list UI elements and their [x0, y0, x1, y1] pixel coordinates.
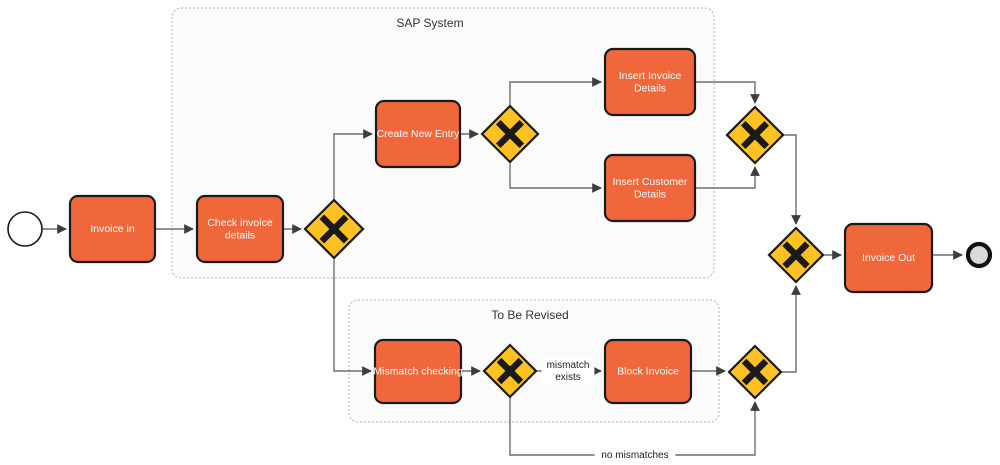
task-label-line: Invoice Out: [862, 252, 915, 264]
task-label-line: Invoice in: [90, 223, 135, 235]
flow-label-line: exists: [555, 372, 581, 383]
gateway-gw-merge-revised[interactable]: [727, 344, 783, 400]
task-label-line: Block Invoice: [617, 365, 679, 377]
pool-label: To Be Revised: [491, 308, 568, 322]
exclusive-x-icon: [496, 357, 524, 385]
task-box[interactable]: [603, 153, 697, 223]
end-event-end: [965, 241, 993, 269]
flow-label-f-nomismatches: no mismatches: [594, 448, 676, 462]
task-box[interactable]: [843, 222, 934, 294]
gateway-gw-split-main[interactable]: [303, 198, 365, 260]
sequence-flow-f-gwsap-insertcustomer: [509, 162, 602, 193]
sequence-flow-f-mergerevised-final: [781, 285, 801, 373]
gateway-gw-split-sap[interactable]: [480, 104, 540, 164]
task-label-line: details: [225, 229, 255, 241]
start-event-circle: [7, 211, 43, 247]
task-label-line: Mismatch checking: [373, 365, 462, 377]
flow-label-backing: [594, 448, 676, 462]
task-label-line: Check invoice: [207, 217, 273, 229]
task-box[interactable]: [68, 194, 157, 264]
task-invoice-in[interactable]: Invoice in: [68, 194, 157, 264]
exclusive-x-icon: [319, 214, 349, 244]
start-event-start: [7, 211, 43, 247]
sequence-flow-f-mergesap-final: [783, 134, 801, 225]
exclusive-x-icon: [782, 241, 810, 269]
task-box[interactable]: [603, 47, 697, 117]
flow-label-line: no mismatches: [601, 450, 668, 461]
task-label: Invoice in: [90, 223, 135, 235]
end-event-circle: [965, 241, 993, 269]
gateway-gw-split-mismatch[interactable]: [482, 343, 538, 399]
task-label-line: Details: [634, 188, 666, 200]
task-label: Block Invoice: [617, 365, 679, 377]
sequence-flow-f-gwsap-insertinvoice: [509, 77, 602, 106]
task-label: Invoice Out: [862, 252, 915, 264]
task-label-line: Create New Entry: [377, 128, 461, 140]
flow-label-text: no mismatches: [601, 450, 668, 461]
task-box[interactable]: [603, 338, 693, 405]
sequence-flow-f-gwsplit-mismatch: [333, 258, 372, 376]
task-label-line: Insert Customer: [613, 176, 688, 188]
sequence-flow-f-gwsplit-createnew: [333, 129, 373, 200]
task-label-line: Insert Invoice: [619, 70, 682, 82]
exclusive-x-icon: [495, 119, 525, 149]
gateway-gw-merge-final[interactable]: [767, 226, 825, 284]
task-box[interactable]: [195, 194, 285, 264]
flow-label-line: mismatch: [547, 360, 590, 371]
pool-label: SAP System: [396, 16, 463, 30]
sequence-flow-f-insertinvoice-merge: [695, 81, 760, 104]
task-label-line: Details: [634, 82, 666, 94]
task-mismatch-checking[interactable]: Mismatch checking: [373, 338, 463, 405]
task-block-invoice[interactable]: Block Invoice: [603, 338, 693, 405]
task-box[interactable]: [373, 338, 463, 405]
task-invoice-out[interactable]: Invoice Out: [843, 222, 934, 294]
exclusive-x-icon: [741, 358, 769, 386]
flow-label-backing: [541, 358, 595, 384]
sequence-flow-f-insertcustomer-merge: [695, 166, 760, 189]
flows-layer: [42, 77, 963, 456]
exclusive-x-icon: [740, 120, 770, 150]
task-box[interactable]: [374, 99, 462, 169]
task-label: Create New Entry: [377, 128, 461, 140]
task-create-new-entry[interactable]: Create New Entry: [374, 99, 462, 169]
gateway-gw-merge-sap[interactable]: [725, 105, 785, 165]
task-label: Mismatch checking: [373, 365, 462, 377]
